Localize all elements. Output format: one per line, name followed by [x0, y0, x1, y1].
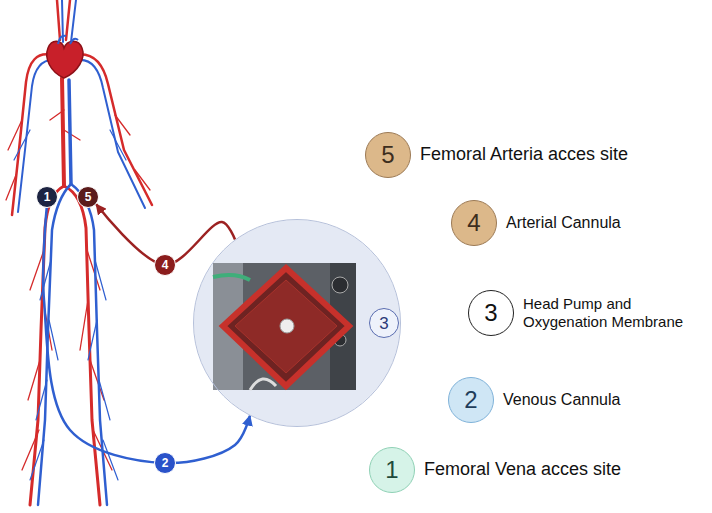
vein-branch — [14, 130, 126, 480]
callout-number: 4 — [451, 200, 497, 246]
callout-number: 2 — [448, 377, 494, 423]
cannula-line — [43, 208, 250, 463]
vein-network — [14, 0, 145, 505]
oxygenator-membrane — [235, 280, 337, 373]
photo-tube — [213, 275, 250, 280]
pump-circle-ground — [194, 220, 400, 426]
photo-tube — [250, 379, 276, 390]
heart-vessel — [58, 36, 78, 44]
legend-label: Head Pump and Oxygenation Membrane — [523, 295, 703, 331]
callout-number: 5 — [85, 191, 92, 203]
callout-number: 1 — [44, 191, 51, 203]
pump-circle: 3 — [193, 219, 401, 427]
pump-photo — [213, 263, 356, 390]
access-site-marker: 5 — [77, 186, 99, 208]
legend-row: 4 Arterial Cannula — [451, 200, 621, 246]
callout-number: 2 — [154, 452, 176, 474]
photo-background — [213, 263, 356, 390]
arm-artery — [12, 54, 52, 215]
legend-row: 1 Femoral Vena acces site — [369, 447, 621, 493]
legend-row: 2 Venous Cannula — [448, 377, 620, 423]
aorta — [62, 78, 64, 186]
legend-row: 5 Femoral Arteria acces site — [365, 132, 628, 178]
access-site-marker: 1 — [36, 186, 58, 208]
callout-number: 5 — [365, 132, 411, 178]
callout-number: 1 — [369, 447, 415, 493]
heart-shape — [47, 41, 83, 78]
heart — [47, 36, 83, 78]
artery-network — [6, 0, 152, 505]
legend-row: 3Head Pump and Oxygenation Membrane — [468, 290, 703, 336]
artery-branch — [6, 110, 150, 470]
oxygenator-frame — [223, 268, 349, 386]
photo-knob — [332, 277, 348, 293]
legend-label: Arterial Cannula — [506, 213, 621, 232]
legend-label: Femoral Arteria acces site — [420, 144, 628, 166]
callout-number: 4 — [154, 254, 176, 276]
leg-vein — [71, 184, 107, 505]
vena-cava — [69, 80, 71, 184]
callout-number: 3 — [468, 290, 514, 336]
oxygenator-port — [280, 319, 294, 333]
legend-label: Femoral Vena acces site — [424, 459, 621, 481]
callout-number: 3 — [369, 308, 399, 338]
legend-label: Venous Cannula — [503, 390, 620, 409]
